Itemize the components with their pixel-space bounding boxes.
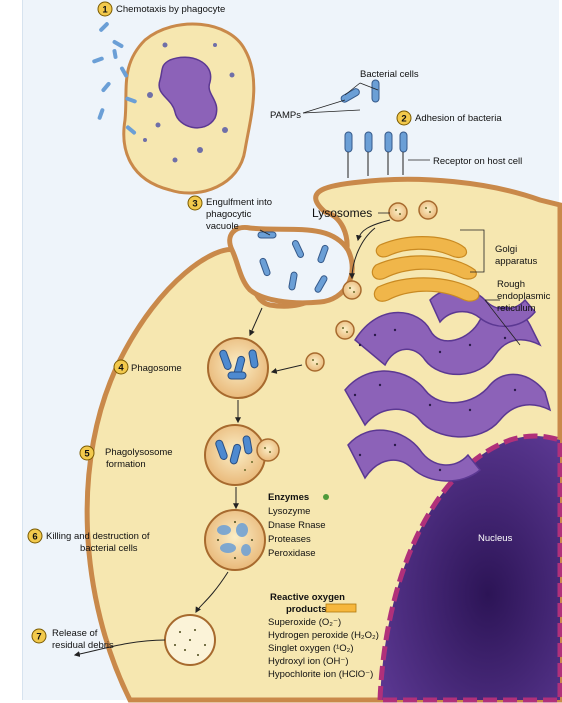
svg-text:6: 6: [32, 532, 37, 543]
label-rer-1: Rough: [497, 279, 525, 290]
label-nucleus: Nucleus: [478, 533, 513, 544]
enzyme-item: Proteases: [268, 534, 311, 545]
ros-swatch: [326, 604, 356, 612]
label-killing-1: Killing and destruction of: [46, 531, 150, 542]
svg-text:3: 3: [192, 199, 197, 210]
phagosome: [208, 338, 268, 398]
label-killing-2: bacterial cells: [80, 543, 138, 554]
step-badge-1: 1: [98, 2, 112, 16]
label-chemotaxis: Chemotaxis by phagocyte: [116, 4, 225, 15]
label-receptor: Receptor on host cell: [433, 156, 522, 167]
killing-vesicle: [205, 510, 265, 570]
label-golgi-2: apparatus: [495, 256, 538, 267]
engulfment-pocket: [230, 227, 352, 302]
golgi-apparatus: [372, 237, 479, 302]
svg-text:4: 4: [118, 363, 124, 374]
ros-item: Hypochlorite ion (HClO⁻): [268, 669, 373, 680]
svg-text:2: 2: [401, 114, 406, 125]
ros-item: Superoxide (O₂⁻): [268, 617, 341, 628]
enzyme-item: Dnase Rnase: [268, 520, 326, 531]
enzymes-title: Enzymes: [268, 492, 309, 503]
step-badge-5: 5: [80, 446, 94, 460]
step-badge-7: 7: [32, 629, 46, 643]
label-phagosome: Phagosome: [131, 363, 182, 374]
step-badge-2: 2: [397, 111, 411, 125]
label-engulfment-1: Engulfment into: [206, 197, 272, 208]
phagocyte-cell: [124, 24, 254, 193]
label-lysosomes: Lysosomes: [312, 206, 372, 220]
label-release-1: Release of: [52, 628, 98, 639]
enzyme-dot-icon: [323, 494, 329, 500]
ros-item: Singlet oxygen (¹O₂): [268, 643, 354, 654]
label-adhesion: Adhesion of bacteria: [415, 113, 502, 124]
label-engulfment-2: phagocytic: [206, 209, 252, 220]
step-badge-3: 3: [188, 196, 202, 210]
enzyme-item: Peroxidase: [268, 548, 316, 559]
label-rer-3: reticulum: [497, 303, 536, 314]
label-engulfment-3: vacuole: [206, 221, 239, 232]
adhering-bacteria: [340, 80, 407, 178]
label-phagolysosome-2: formation: [106, 459, 146, 470]
residual-debris: [165, 615, 215, 665]
ros-item: Hydrogen peroxide (H₂O₂): [268, 630, 379, 641]
label-phagolysosome-1: Phagolysosome: [105, 447, 173, 458]
label-release-2: residual debris: [52, 640, 114, 651]
ros-title-1: Reactive oxygen: [270, 592, 345, 603]
ros-title-2: products: [286, 604, 327, 615]
label-pamps: PAMPs: [270, 110, 301, 121]
step-badge-6: 6: [28, 529, 42, 543]
svg-text:1: 1: [102, 5, 108, 16]
svg-text:7: 7: [36, 632, 41, 643]
svg-text:5: 5: [84, 449, 90, 460]
enzyme-item: Lysozyme: [268, 506, 310, 517]
ros-item: Hydroxyl ion (OH⁻): [268, 656, 349, 667]
label-golgi-1: Golgi: [495, 244, 517, 255]
label-rer-2: endoplasmic: [497, 291, 551, 302]
step-badge-4: 4: [114, 360, 128, 374]
label-bacterial-cells: Bacterial cells: [360, 69, 419, 80]
